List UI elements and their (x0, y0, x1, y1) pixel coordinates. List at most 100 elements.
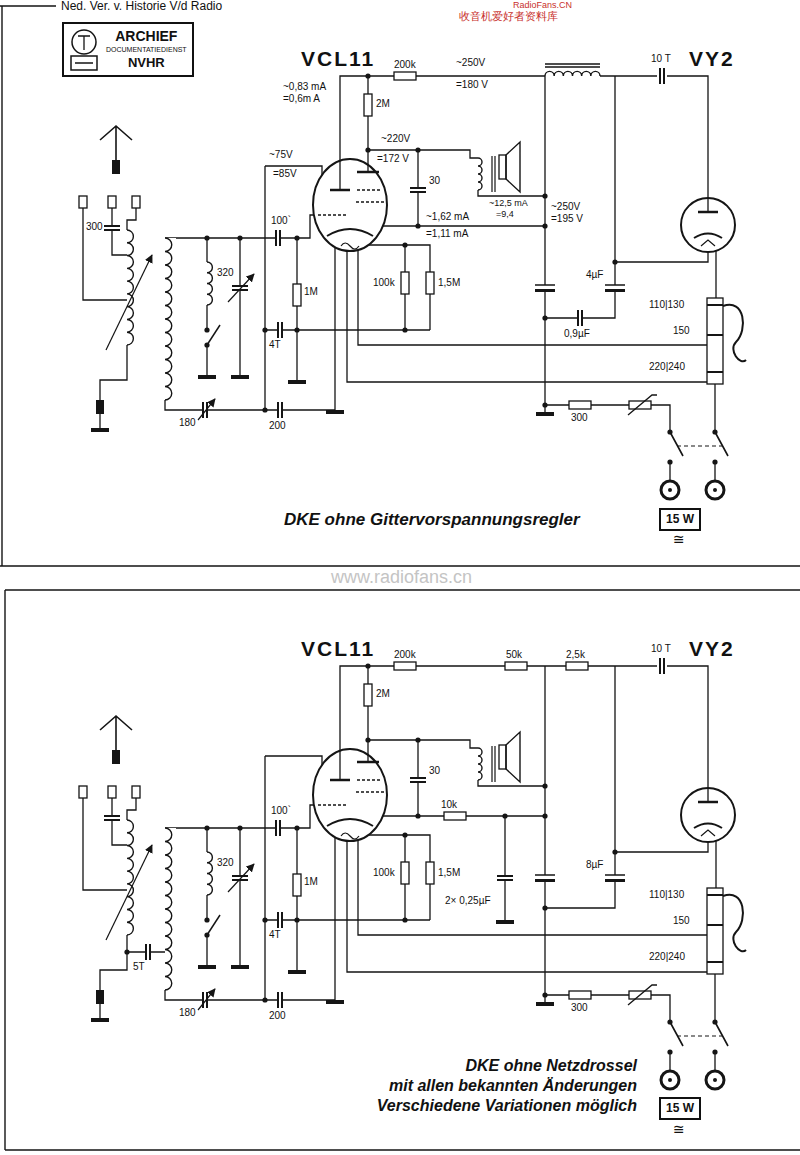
junction-dot (124, 949, 129, 954)
antenna-symbol (100, 126, 132, 160)
resistor-symbol (401, 272, 409, 294)
component-value: 30 (428, 176, 441, 186)
speaker-magnet (499, 155, 506, 179)
junction-dot (262, 407, 267, 412)
electrolytic-symbol (605, 879, 625, 882)
junction-dot (542, 193, 547, 198)
watermark: VCL11 (300, 638, 376, 659)
wire (478, 780, 545, 786)
component-value: ≅ (672, 532, 686, 546)
speaker-magnet (499, 745, 506, 769)
component-value: ~250V (550, 202, 581, 212)
capacitor-symbol (660, 658, 664, 674)
junction-dot (542, 315, 547, 320)
capacitor-symbol (410, 188, 426, 192)
junction-dot (204, 342, 209, 347)
junction-dot (294, 327, 299, 332)
power-rating-box: 15 W (659, 508, 701, 531)
heater (341, 243, 359, 249)
wire (707, 199, 708, 212)
wire (600, 75, 657, 76)
resistor-symbol (569, 401, 591, 409)
speaker-core (492, 156, 495, 192)
heater (701, 830, 715, 836)
component-value: 220|240 (648, 952, 686, 962)
wire (367, 76, 368, 172)
component-value: 4T (268, 930, 282, 940)
coil-symbol (207, 852, 212, 895)
electrolytic-symbol (535, 879, 555, 882)
component-value: 180 (178, 1008, 197, 1018)
junction-dot (415, 223, 420, 228)
electrolytic-symbol (535, 289, 555, 292)
component-value: 1M (303, 287, 319, 297)
resistor-symbol (293, 874, 301, 896)
component-value: ~12,5 mA (488, 199, 529, 208)
component-value: 2,5k (565, 650, 586, 660)
coil-symbol (478, 158, 482, 190)
capacitor-symbol (660, 68, 664, 84)
stamp-emblem (71, 30, 97, 70)
component-value: ~75V (268, 150, 294, 160)
junction-dot (415, 813, 420, 818)
wire (296, 828, 297, 970)
junction-dot (542, 223, 547, 228)
tube-envelope (681, 788, 735, 842)
wire (334, 830, 335, 1000)
archive-stamp: ARCHIEFDOCUMENTATIEDIENSTNVHR (62, 22, 194, 77)
resistor-symbol (569, 991, 591, 999)
electrolytic-symbol (605, 289, 625, 292)
wire (127, 798, 136, 820)
electrolytic-symbol (535, 874, 555, 876)
heater (701, 240, 715, 246)
component-value: 100` (270, 806, 292, 816)
component-value: =85V (272, 169, 298, 179)
capacitor-symbol (278, 992, 282, 1008)
ntc-slash (628, 985, 657, 1005)
junction-dot (237, 235, 242, 240)
component-value: 50k (505, 650, 523, 660)
watermark: RadioFans.CN (512, 1, 573, 10)
junction-dot (667, 1049, 672, 1054)
junction-dot (542, 992, 547, 997)
resistor-symbol (394, 662, 416, 670)
wire (100, 935, 127, 990)
capacitor-symbol (278, 322, 282, 338)
component-value: 200k (393, 60, 417, 70)
capacitor-gap (604, 875, 626, 882)
ground-symbol (536, 1002, 554, 1006)
ground-symbol (326, 410, 344, 414)
wire (367, 165, 368, 172)
wire (339, 161, 340, 190)
node-text: NVHR (106, 55, 187, 71)
component-value: 10 T (650, 54, 672, 64)
cathode (694, 824, 722, 829)
wire (360, 245, 430, 330)
node-text: 15 W (666, 1101, 694, 1116)
voltage-selector (707, 888, 723, 974)
component-value: 150 (672, 326, 691, 336)
voltage-selector (707, 298, 723, 384)
tube-name: DKE ohne Gittervorspannungsregler (283, 511, 581, 528)
tube-envelope (313, 159, 387, 251)
node-text: DOCUMENTATIEDIENST (106, 45, 187, 55)
ground-socket (96, 990, 104, 1004)
terminal-symbol (79, 786, 87, 798)
wire (340, 666, 657, 780)
selector-tap (707, 305, 723, 372)
junction-dot (365, 737, 370, 742)
junction-dot (204, 932, 209, 937)
capacitor-symbol (276, 230, 280, 246)
wire (239, 828, 240, 965)
variable-arrow (198, 399, 215, 420)
component-value: 30 (428, 766, 441, 776)
component-value: 200k (393, 650, 417, 660)
coil-gap (165, 828, 176, 990)
mains-plug (661, 481, 679, 499)
switch-blade (207, 915, 220, 935)
panel-frame (0, 6, 800, 1150)
antenna-socket (112, 160, 120, 174)
ground-symbol (288, 380, 306, 384)
wire (206, 238, 207, 375)
wire (360, 835, 430, 920)
